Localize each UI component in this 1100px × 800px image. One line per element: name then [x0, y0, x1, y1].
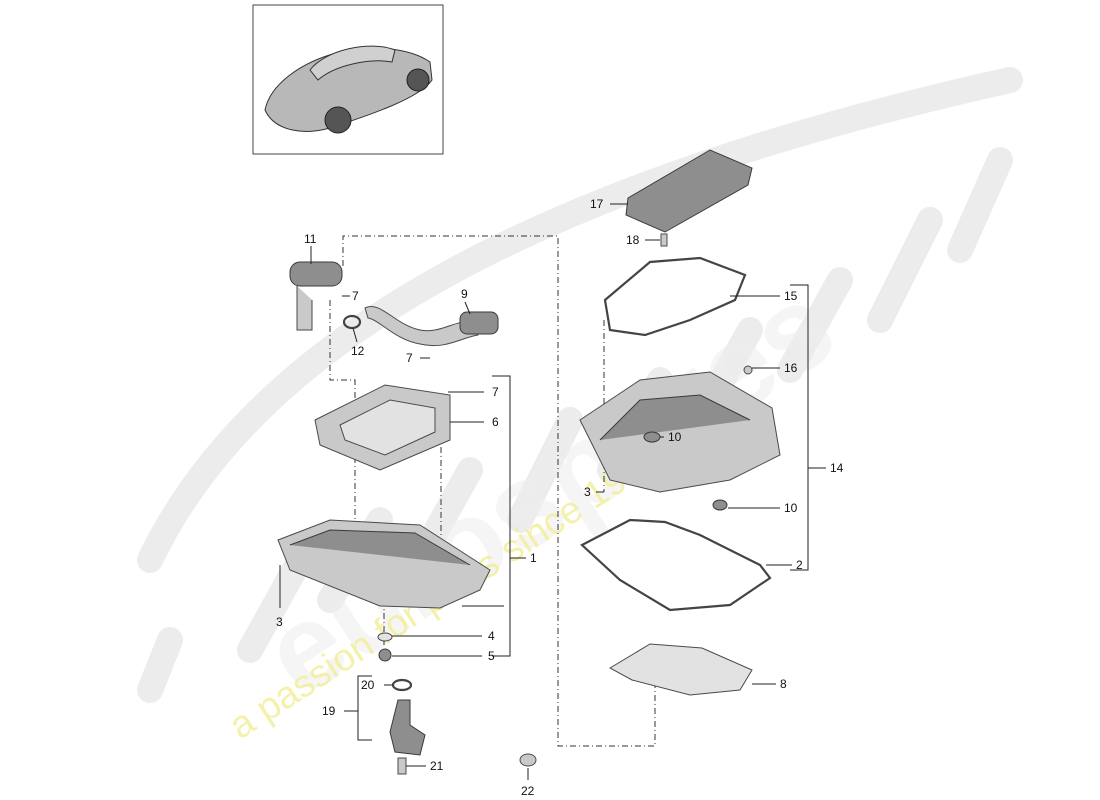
- part-10-plug-a: [643, 431, 661, 443]
- part-17-baffle: [625, 149, 753, 233]
- callout-14: 14: [830, 461, 844, 475]
- callout-9: 9: [461, 287, 468, 301]
- part-8-cover: [608, 643, 753, 696]
- callout-6: 6: [492, 415, 499, 429]
- part-19-sensor: [389, 699, 426, 756]
- pipe-end: [459, 311, 499, 335]
- part-9-pipe: [364, 305, 499, 347]
- callout-8: 8: [780, 677, 787, 691]
- part-20-oring: [391, 678, 413, 692]
- callout-11: 11: [304, 232, 317, 246]
- callout-12: 12: [351, 344, 365, 358]
- leader-12: [352, 327, 358, 343]
- watermark-swoosh: [137, 67, 1023, 573]
- part-10-plug-b: [712, 499, 728, 511]
- frame-inner: [339, 399, 436, 456]
- callout-22: 22: [521, 784, 535, 798]
- callout-17: 17: [590, 197, 604, 211]
- bracket-19: [357, 675, 372, 741]
- leader-9: [464, 301, 471, 315]
- callout-2: 2: [796, 558, 803, 572]
- callout-18: 18: [626, 233, 640, 247]
- callout-7b: 7: [406, 351, 413, 365]
- callout-16: 16: [784, 361, 798, 375]
- canister-body: [289, 261, 343, 287]
- part-5-plug: [378, 648, 392, 662]
- dash-frame-main: [342, 235, 656, 747]
- part-21-bolt: [397, 757, 407, 775]
- part-15-gasket: [603, 256, 747, 337]
- callout-7a: 7: [352, 289, 359, 303]
- callout-5: 5: [488, 649, 495, 663]
- part-14-upper-pan: [579, 365, 781, 511]
- callout-4: 4: [488, 629, 495, 643]
- watermark: eurospares a passion for parts since 198…: [137, 67, 1023, 748]
- callout-19: 19: [322, 704, 336, 718]
- part-6-frame: [314, 384, 451, 471]
- callout-3b: 3: [584, 485, 591, 499]
- bracket-1: [492, 375, 511, 657]
- car-wheel-front: [324, 106, 352, 134]
- callout-10b: 10: [784, 501, 798, 515]
- part-11-canister: [289, 261, 343, 331]
- callout-15: 15: [784, 289, 798, 303]
- callout-3a: 3: [276, 615, 283, 629]
- car-roof: [309, 45, 396, 81]
- callout-20: 20: [361, 678, 375, 692]
- upper-pan-ridge: [599, 394, 751, 441]
- part-1-oil-pan: [277, 519, 491, 609]
- oil-pan-rim: [289, 529, 471, 566]
- car-wheel-rear: [406, 68, 430, 92]
- upper-pan-body: [579, 371, 781, 493]
- callout-10a: 10: [668, 430, 682, 444]
- bracket-14: [790, 284, 809, 571]
- car-body: [264, 47, 433, 132]
- callout-1: 1: [530, 551, 537, 565]
- part-2-gasket: [580, 518, 772, 612]
- part-4-seal: [377, 632, 393, 642]
- part-18-bolt: [660, 233, 668, 247]
- callout-21: 21: [430, 759, 444, 773]
- leader-lines: [279, 203, 826, 780]
- canister-pipe: [296, 286, 313, 331]
- vehicle-thumbnail: [252, 4, 444, 155]
- callout-labels: 11 7 12 9 7 7 6 1 3 4 5 20 19 21 22 17 1…: [276, 197, 844, 798]
- callout-7c: 7: [492, 385, 499, 399]
- part-16-plug: [743, 365, 753, 375]
- part-12-oring: [342, 314, 362, 330]
- part-22-nut: [519, 753, 537, 767]
